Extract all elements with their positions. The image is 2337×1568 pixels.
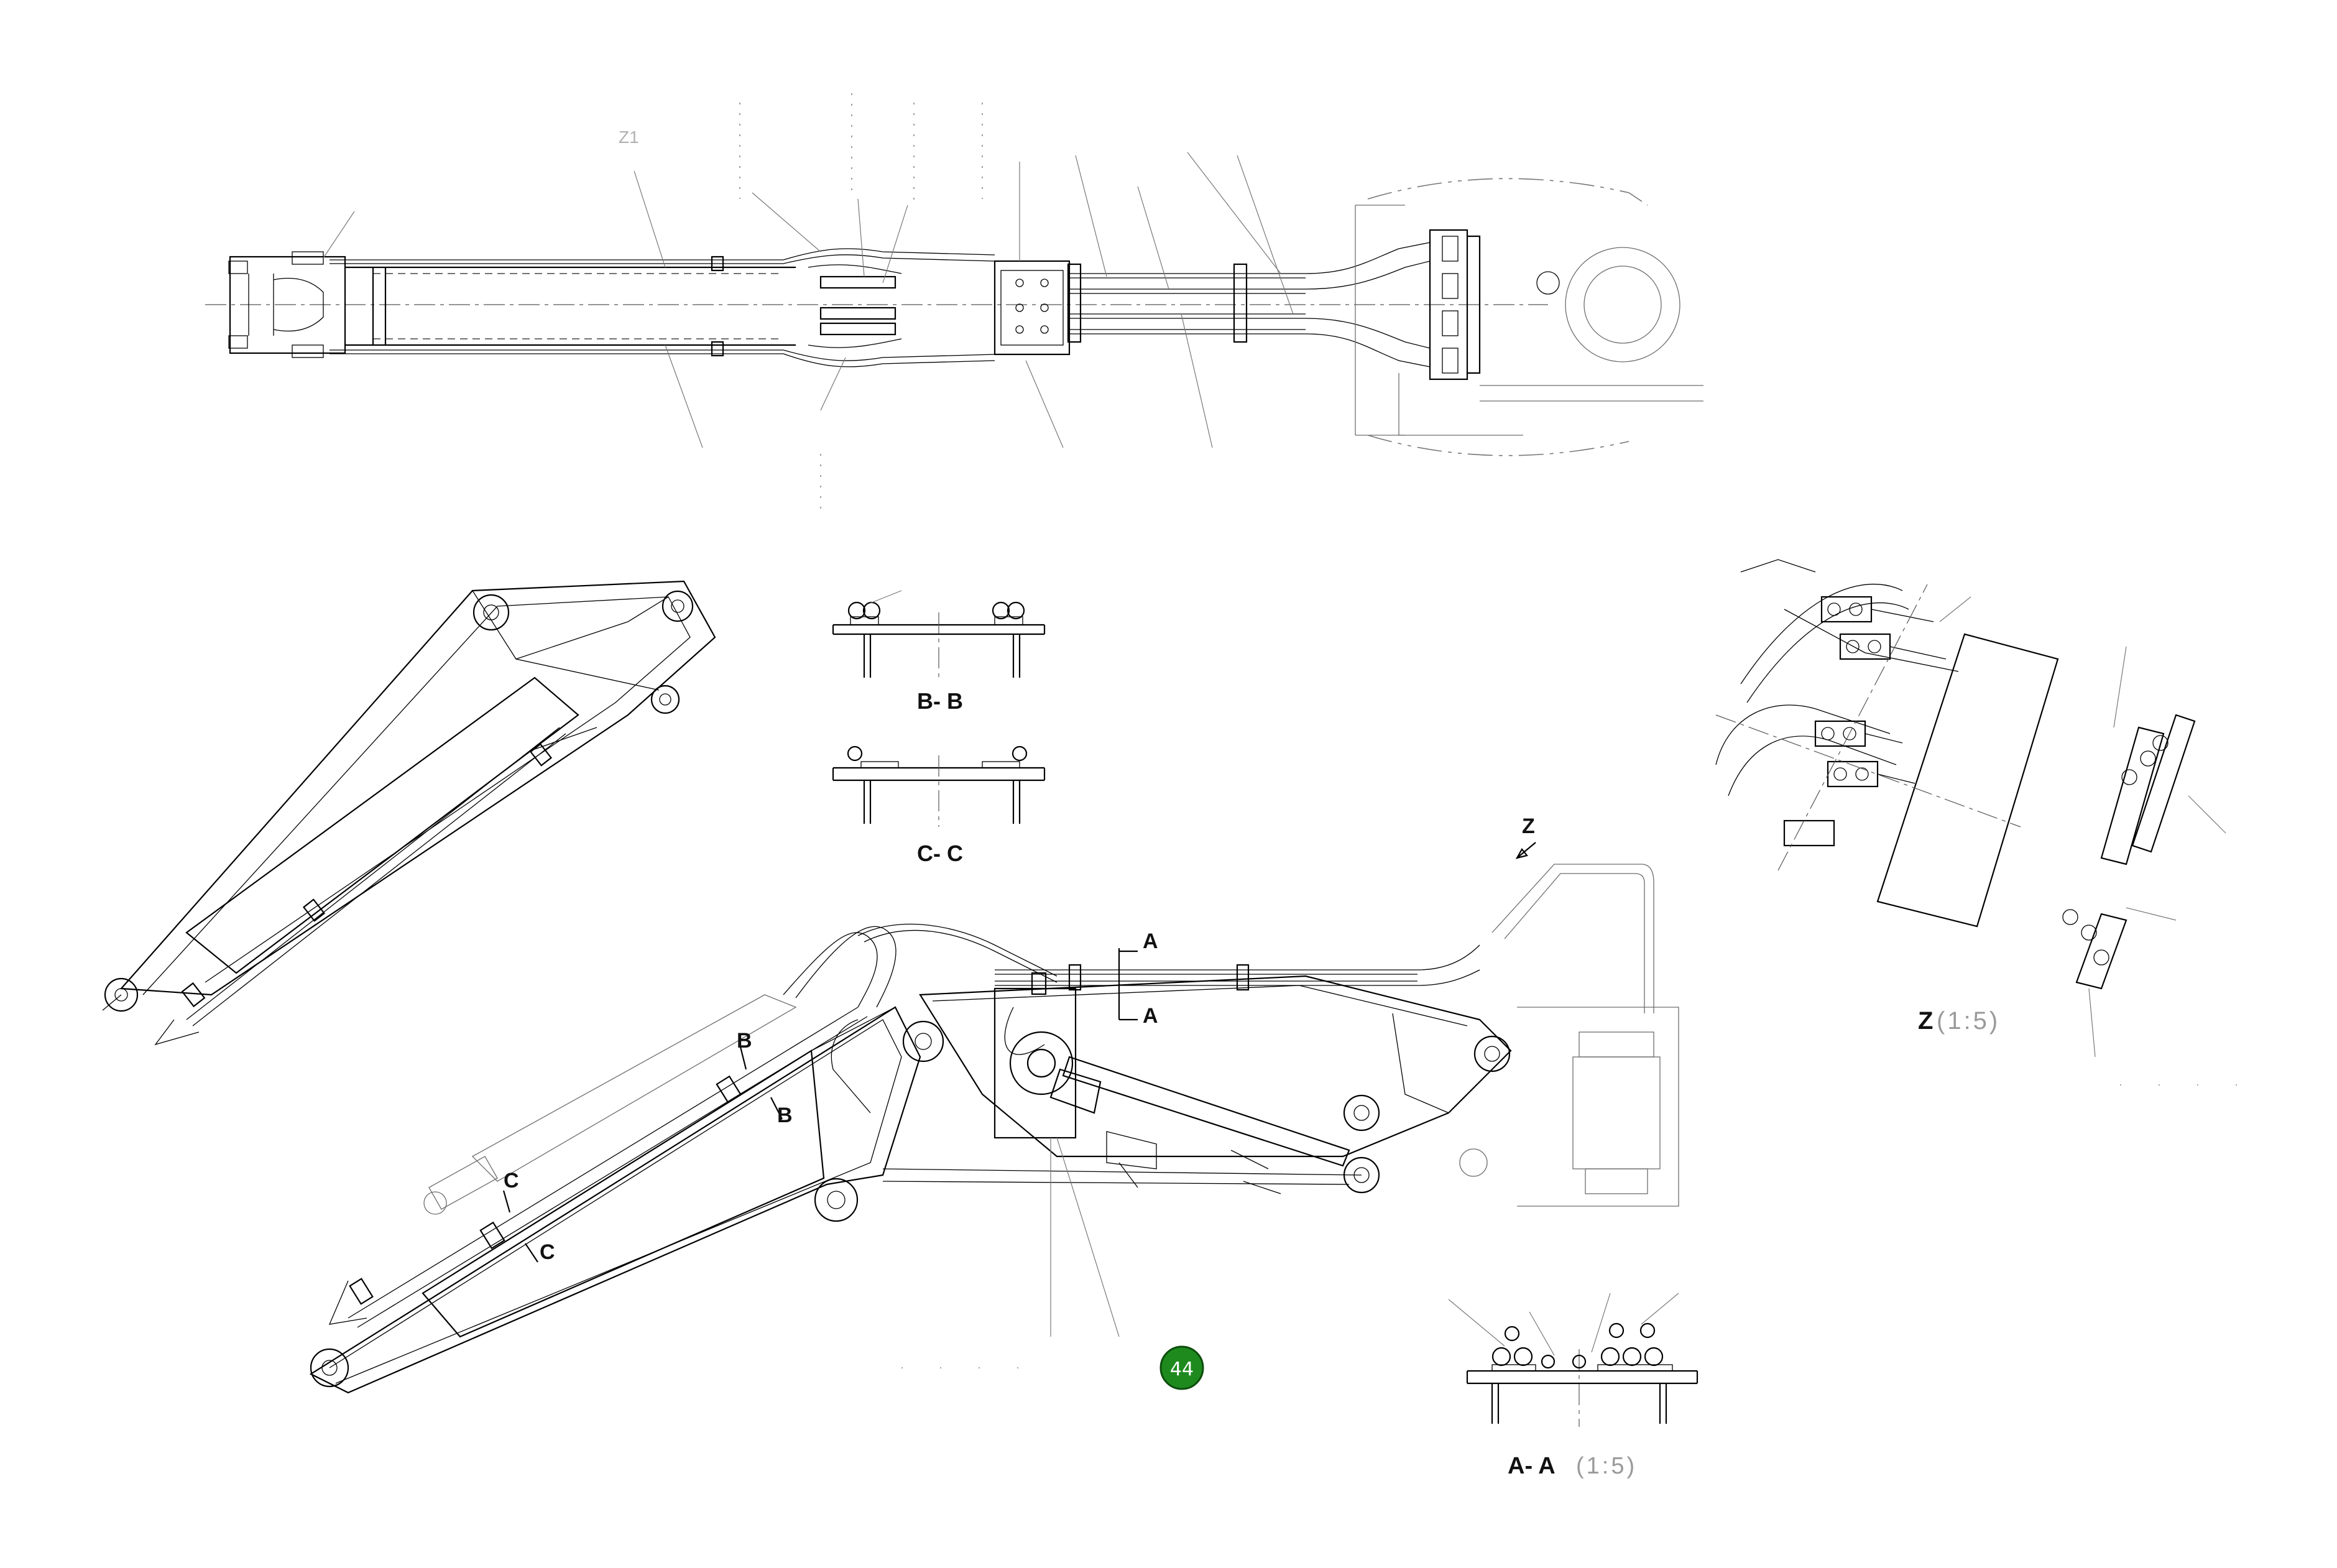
section-a-a-title: A- A xyxy=(1508,1453,1556,1479)
section-a-a-scale: (1:5) xyxy=(1576,1453,1637,1479)
cut-plane-markers: A A B B C C Z xyxy=(502,814,1536,1264)
cut-marker-a-upper: A xyxy=(1143,929,1158,953)
section-c-c: C- C xyxy=(832,745,1046,866)
arm-side-view xyxy=(102,580,716,1046)
section-a-a: A- A (1:5) xyxy=(1448,1293,1699,1479)
section-b-b: B- B xyxy=(832,590,1046,714)
cut-marker-b-lower: B xyxy=(777,1104,793,1127)
section-c-c-title: C- C xyxy=(917,841,963,866)
detail-z-scale: (1:5) xyxy=(1937,1007,2000,1035)
top-view-callout: Z1 xyxy=(619,127,639,147)
cut-marker-c-upper: C xyxy=(504,1169,519,1192)
badge-circle xyxy=(1159,1345,1204,1390)
position-number-badge[interactable]: 44 xyxy=(1159,1345,1204,1390)
detail-z-title: Z xyxy=(1918,1007,1933,1035)
badge-number: 44 xyxy=(1170,1358,1194,1380)
cut-marker-a-lower: A xyxy=(1143,1004,1158,1028)
detail-z: Z (1:5) xyxy=(1715,559,2226,1058)
boom-top-view: Z1 xyxy=(205,93,1703,516)
cut-marker-c-lower: C xyxy=(540,1240,555,1264)
boom-side-view xyxy=(309,864,1679,1394)
cut-marker-b-upper: B xyxy=(737,1029,752,1053)
z-view-arrow-label: Z xyxy=(1522,814,1535,838)
section-b-b-title: B- B xyxy=(917,688,963,714)
